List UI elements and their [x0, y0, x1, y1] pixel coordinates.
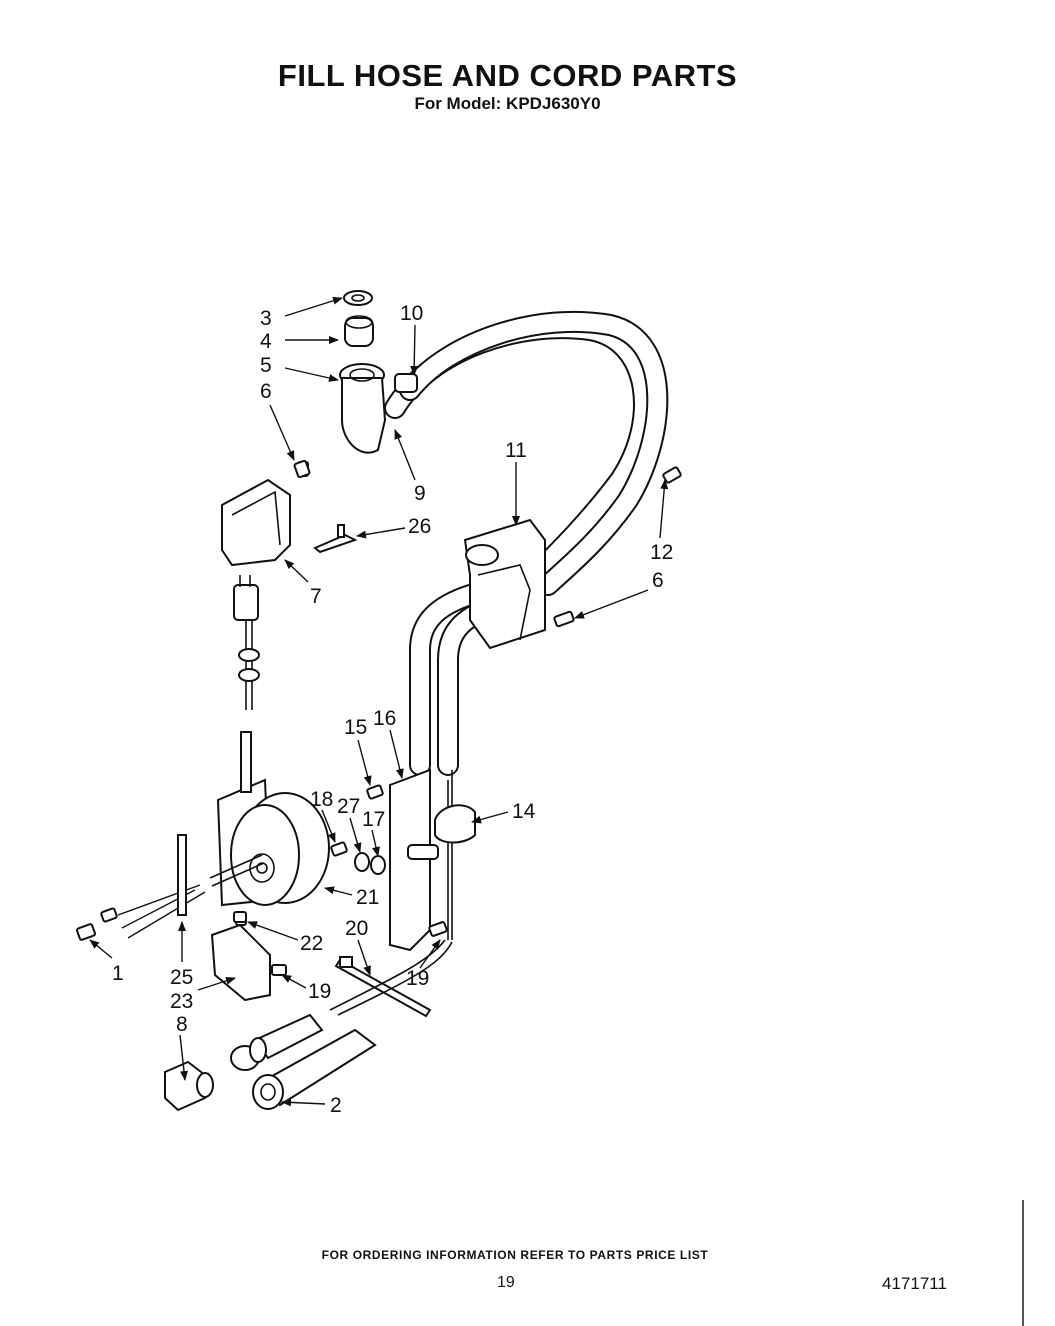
- callout-23: 23: [170, 990, 193, 1013]
- callout-7: 7: [310, 585, 322, 608]
- hose-clamp: [434, 804, 476, 844]
- callout-2: 2: [330, 1094, 342, 1117]
- wire-leads: [117, 834, 206, 939]
- callout-17: 17: [362, 808, 385, 831]
- callout-21: 21: [356, 886, 379, 909]
- callout-8: 8: [176, 1013, 188, 1036]
- ordering-info-note: FOR ORDERING INFORMATION REFER TO PARTS …: [321, 1248, 709, 1262]
- cord-reel: [209, 731, 330, 907]
- tie-strap: [334, 956, 432, 1018]
- callout-3: 3: [260, 307, 272, 330]
- screws-hardware: [75, 459, 682, 976]
- model-subtitle: For Model: KPDJ630Y0: [414, 94, 601, 113]
- callout-12: 12: [650, 541, 673, 564]
- page-title: FILL HOSE AND CORD PARTS: [277, 58, 738, 93]
- callout-11: 11: [505, 439, 527, 462]
- callout-10: 10: [400, 302, 423, 325]
- strain-relief-strap: [389, 768, 439, 952]
- callout-6b: 6: [652, 569, 664, 592]
- callout-20: 20: [345, 917, 368, 940]
- callout-6a: 6: [260, 380, 272, 403]
- callout-19b: 19: [308, 980, 331, 1003]
- callout-25: 25: [170, 966, 193, 989]
- mounting-bracket: [210, 914, 271, 1002]
- callout-27: 27: [337, 795, 360, 818]
- power-cord: [233, 575, 260, 710]
- callout-numbers: 3 4 5 6 10 9 11 26 7 12 6 15 16 18 27 17…: [112, 302, 673, 1117]
- leader-lines: [89, 296, 669, 1107]
- callout-18: 18: [310, 788, 333, 811]
- callout-26: 26: [408, 515, 431, 538]
- callout-5: 5: [260, 354, 272, 377]
- hose-bracket: [463, 518, 546, 650]
- terminal-cover: [221, 461, 309, 567]
- wire-clip: [313, 524, 358, 554]
- callout-22: 22: [300, 932, 323, 955]
- fill-fitting-assembly: [339, 290, 418, 454]
- callout-19a: 19: [406, 967, 429, 990]
- callout-9: 9: [414, 482, 426, 505]
- page-number: 19: [497, 1274, 515, 1291]
- callout-15: 15: [344, 716, 367, 739]
- callout-1: 1: [112, 962, 124, 985]
- fill-hose-loop: [384, 310, 669, 596]
- callout-4: 4: [260, 330, 272, 353]
- callout-14: 14: [512, 800, 536, 823]
- lower-hoses: [164, 939, 453, 1112]
- document-number: 4171711: [882, 1274, 947, 1293]
- callout-16: 16: [373, 707, 396, 730]
